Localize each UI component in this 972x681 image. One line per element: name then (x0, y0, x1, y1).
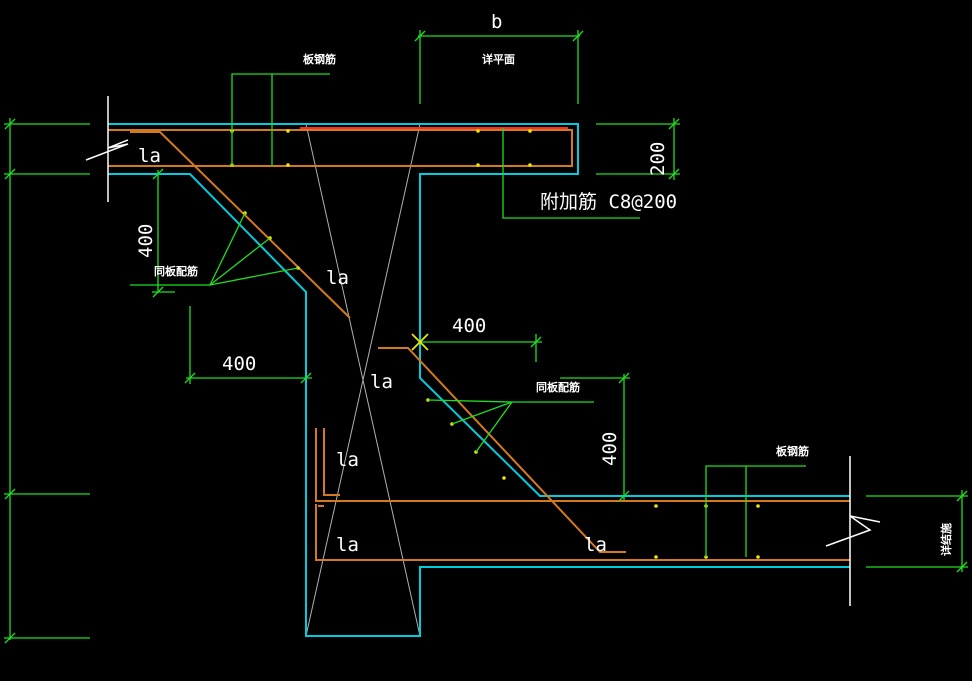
dimension-400-vertical-left-text: 400 (135, 224, 157, 258)
left-break-zigzag (85, 139, 129, 161)
tick (668, 118, 680, 130)
rebar-lines (108, 129, 850, 561)
tick (668, 168, 680, 180)
rebar-dot (654, 504, 658, 508)
concrete-top-edge (108, 123, 850, 497)
concrete-bottom-edge (108, 173, 850, 637)
diagonal-cross-lines (305, 123, 421, 637)
left-slab-leader-2 (209, 237, 271, 286)
rebar-dot (476, 129, 480, 133)
rebar-dot (528, 163, 532, 167)
tick (184, 372, 196, 384)
right-break-zigzag (825, 515, 881, 547)
cross-line-2 (305, 123, 421, 637)
rebar-dot (502, 476, 506, 480)
concrete-outline (108, 123, 850, 637)
same-slab-bar-label-right: 同板配筋 (536, 380, 580, 394)
tick (956, 561, 968, 573)
wall-hook-upper (323, 428, 340, 496)
rebar-dot (654, 555, 658, 559)
lower-slab-rebar-top (315, 428, 850, 502)
tick (300, 372, 312, 384)
lower-slab-leader (705, 465, 806, 557)
lower-slab-bar-label: 板钢筋 (776, 444, 809, 458)
right-slab-leader-3 (427, 399, 513, 403)
anchorage-label-la-1: la (138, 145, 161, 167)
point-marker-icon (411, 333, 429, 351)
tick (530, 336, 542, 348)
left-slab-leader-3 (209, 267, 299, 286)
tick (4, 488, 16, 500)
anchorage-label-la-6: la (584, 534, 607, 556)
dimension-lines (4, 30, 968, 644)
rebar-dot (286, 163, 290, 167)
top-left-slab-label: 板钢筋 (303, 52, 336, 66)
rebar-dot (756, 555, 760, 559)
dimension-400-horizontal-left-text: 400 (222, 353, 256, 375)
label-b: b (491, 11, 502, 33)
right-edge-detail-label: 详结施 (939, 523, 953, 556)
tick (4, 168, 16, 180)
anchorage-label-la-4: la (336, 449, 359, 471)
upper-diagonal-rebar (130, 131, 351, 319)
anchorage-label-la-2: la (326, 267, 349, 289)
rebar-dot (476, 163, 480, 167)
tick (4, 632, 16, 644)
tick (4, 118, 16, 130)
tick (956, 490, 968, 502)
dimension-400-horizontal-right-text: 400 (452, 315, 486, 337)
upper-slab-rebar (108, 129, 573, 167)
lower-slab-rebar-bottom (315, 504, 850, 561)
right-slab-leader-2 (475, 401, 513, 453)
rebar-dot (528, 129, 532, 133)
lower-diagonal-rebar (378, 347, 626, 553)
added-bar-label: 附加筋 C8@200 (540, 191, 677, 213)
top-right-detail-label: 详平面 (482, 52, 515, 66)
tick (572, 30, 584, 42)
tick (618, 372, 630, 384)
anchorage-label-la-3: la (370, 371, 393, 393)
tick (414, 30, 426, 42)
rebar-dot (756, 504, 760, 508)
top-left-leader (231, 73, 330, 166)
break-lines (85, 96, 881, 606)
dimension-200-text: 200 (647, 142, 669, 176)
tick (152, 168, 164, 180)
anchorage-label-la-5: la (336, 534, 359, 556)
tick (618, 490, 630, 502)
dimension-400-vertical-right-text: 400 (599, 432, 621, 466)
added-bar-leader (502, 128, 640, 219)
same-slab-bar-label-left: 同板配筋 (154, 264, 198, 278)
rebar-dot (286, 129, 290, 133)
